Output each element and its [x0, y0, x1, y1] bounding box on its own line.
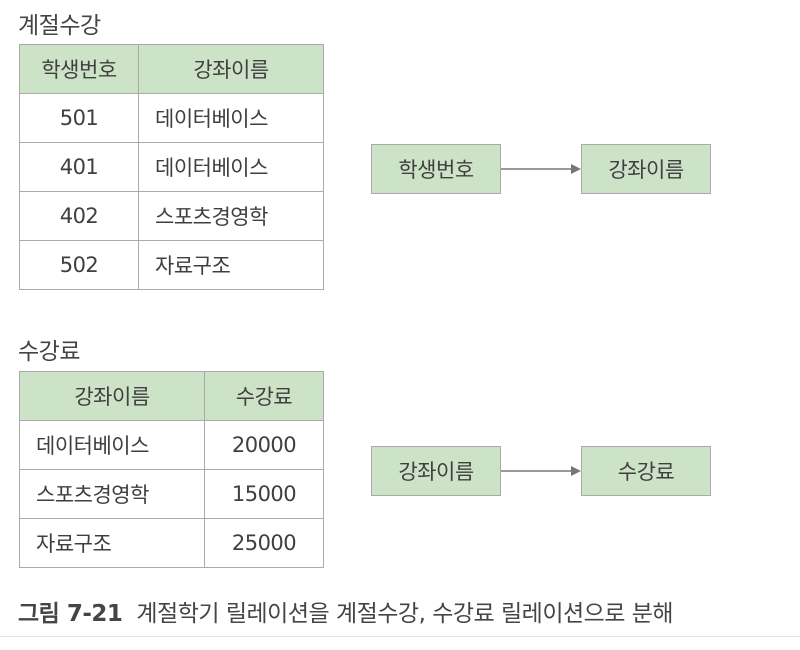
table-header-row: 강좌이름 수강료: [19, 371, 324, 421]
column-header: 강좌이름: [138, 44, 324, 94]
table-row: 스포츠경영학 15000: [19, 469, 324, 519]
table-row: 자료구조 25000: [19, 518, 324, 568]
table-cell: 25000: [204, 518, 324, 568]
relation2-table: 강좌이름 수강료 데이터베이스 20000 스포츠경영학 15000 자료구조 …: [19, 371, 324, 568]
fd1-from-box: 학생번호: [371, 144, 501, 194]
table-cell: 데이터베이스: [138, 93, 324, 143]
table-cell: 스포츠경영학: [19, 469, 205, 519]
table-cell: 데이터베이스: [19, 420, 205, 470]
table-row: 502 자료구조: [19, 240, 324, 290]
column-header: 수강료: [204, 371, 324, 421]
table-cell: 402: [19, 191, 139, 241]
table-header-row: 학생번호 강좌이름: [19, 44, 324, 94]
column-header: 강좌이름: [19, 371, 205, 421]
column-header: 학생번호: [19, 44, 139, 94]
table-cell: 502: [19, 240, 139, 290]
table-row: 401 데이터베이스: [19, 142, 324, 192]
table-row: 402 스포츠경영학: [19, 191, 324, 241]
relation2-title: 수강료: [18, 339, 80, 365]
fd2-from-box: 강좌이름: [371, 446, 501, 496]
fd1-arrow: [501, 164, 581, 174]
fd1-to-box: 강좌이름: [581, 144, 711, 194]
relation1-table: 학생번호 강좌이름 501 데이터베이스 401 데이터베이스 402 스포츠경…: [19, 44, 324, 290]
table-cell: 20000: [204, 420, 324, 470]
table-cell: 15000: [204, 469, 324, 519]
relation1-title: 계절수강: [18, 13, 101, 39]
table-row: 데이터베이스 20000: [19, 420, 324, 470]
table-row: 501 데이터베이스: [19, 93, 324, 143]
table-cell: 401: [19, 142, 139, 192]
table-cell: 자료구조: [138, 240, 324, 290]
divider: [0, 636, 800, 637]
figure-caption-text: 계절학기 릴레이션을 계절수강, 수강료 릴레이션으로 분해: [136, 601, 674, 627]
table-cell: 501: [19, 93, 139, 143]
figure-number: 그림 7-21: [18, 601, 123, 627]
table-cell: 데이터베이스: [138, 142, 324, 192]
figure-caption: 그림 7-21 계절학기 릴레이션을 계절수강, 수강료 릴레이션으로 분해: [18, 594, 674, 628]
fd2-to-box: 수강료: [581, 446, 711, 496]
fd2-arrow: [501, 466, 581, 476]
table-cell: 스포츠경영학: [138, 191, 324, 241]
table-cell: 자료구조: [19, 518, 205, 568]
